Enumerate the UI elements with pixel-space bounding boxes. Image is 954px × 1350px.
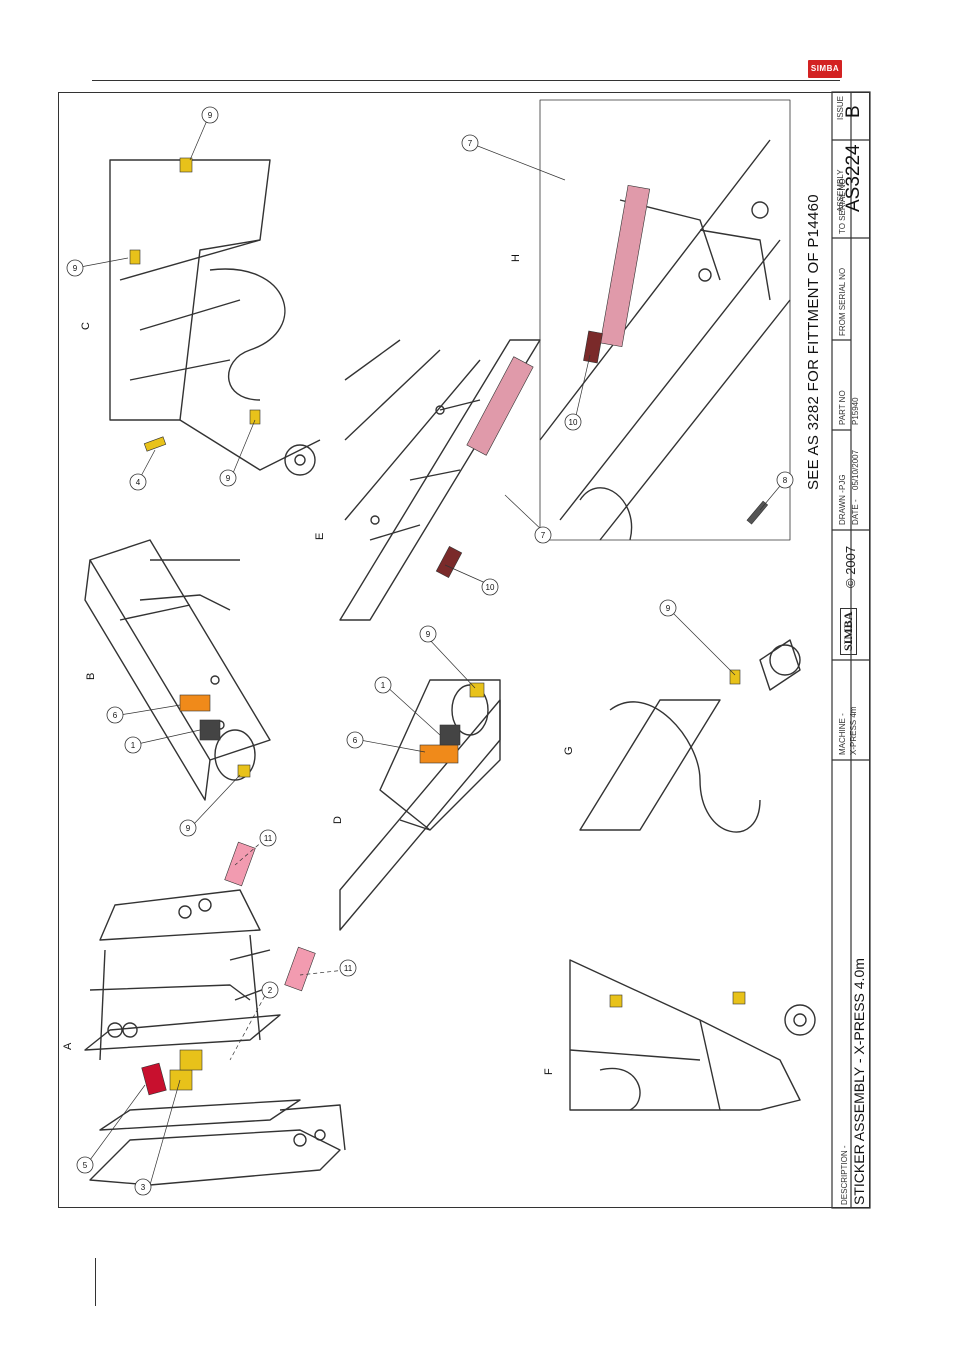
machine-label: MACHINE -: [838, 713, 847, 755]
callout-1a: 1: [131, 741, 136, 750]
copyright: © 2007: [843, 546, 858, 588]
callout-7b: 7: [468, 139, 473, 148]
callout-6a: 6: [113, 711, 118, 720]
view-label-f: F: [543, 1068, 555, 1075]
date-value: 05/10/2007: [851, 450, 860, 490]
callout-5: 5: [83, 1161, 88, 1170]
view-c-drawing: [110, 160, 320, 475]
fitment-note: SEE AS 3282 FOR FITTMENT OF P14460: [805, 194, 822, 490]
part-no-value: P15940: [851, 397, 860, 425]
callout-circles: [67, 107, 793, 1195]
view-label-c: C: [80, 322, 92, 330]
callout-9a: 9: [186, 824, 191, 833]
description-label: DESCRIPTION -: [840, 1145, 849, 1205]
callout-9e: 9: [426, 630, 431, 639]
callout-10b: 10: [569, 418, 578, 427]
drawn-label: DRAWN -: [838, 490, 847, 525]
date-label: DATE -: [851, 499, 860, 525]
callout-11a: 11: [344, 964, 353, 973]
simba-brand-mark: SIMBA: [840, 608, 857, 655]
part-no-label: PART NO: [838, 390, 847, 425]
drawn-value: PJG: [838, 474, 847, 490]
view-label-e: E: [314, 533, 326, 540]
callout-numbers: 5 3 2 11 11 6 1 9 4 9 9 9 6 1 9 10 7 7 1…: [73, 111, 788, 1192]
callout-9b: 9: [226, 474, 231, 483]
callout-11b: 11: [264, 834, 273, 843]
leader-lines: [75, 118, 785, 1185]
callout-2: 2: [268, 986, 273, 995]
callout-9d: 9: [208, 111, 213, 120]
view-h-drawing: [540, 100, 790, 540]
view-a-drawing: [85, 890, 345, 1185]
callout-1b: 1: [381, 681, 386, 690]
assembly-value: AS3224: [843, 144, 865, 212]
view-b-drawing: [85, 540, 270, 800]
machine-value: X-PRESS 4m: [849, 707, 858, 755]
view-f-drawing: [570, 960, 815, 1110]
view-d-drawing: [340, 680, 500, 930]
view-label-b: B: [85, 673, 97, 680]
callout-9f: 9: [666, 604, 671, 613]
stickers: [130, 158, 768, 1095]
issue-value: B: [843, 105, 865, 118]
callout-8: 8: [783, 476, 788, 485]
callout-10a: 10: [486, 583, 495, 592]
view-g-drawing: [580, 640, 800, 832]
callout-6b: 6: [353, 736, 358, 745]
view-label-g: G: [563, 746, 575, 755]
view-label-h: H: [510, 254, 522, 262]
view-label-a: A: [62, 1043, 74, 1050]
description-value: STICKER ASSEMBLY - X-PRESS 4.0m: [851, 958, 867, 1205]
view-label-d: D: [332, 816, 344, 824]
callout-3: 3: [141, 1183, 146, 1192]
callout-4: 4: [136, 478, 141, 487]
from-serial-label: FROM SERIAL NO: [838, 268, 847, 336]
callout-9c: 9: [73, 264, 78, 273]
callout-7a: 7: [541, 531, 546, 540]
